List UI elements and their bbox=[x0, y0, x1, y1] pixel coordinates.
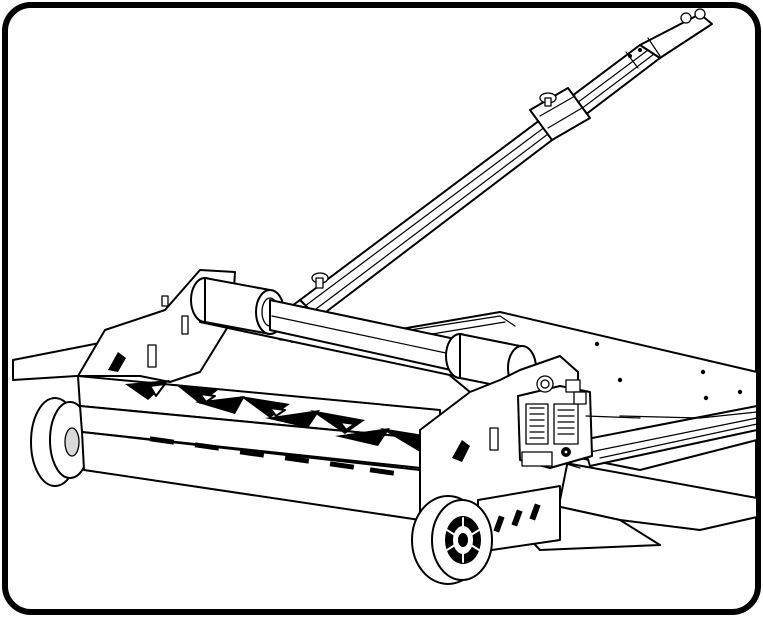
roller-tubes bbox=[190, 277, 537, 393]
wheel-front bbox=[411, 495, 493, 585]
cutting-head bbox=[517, 375, 641, 469]
tray-slots bbox=[149, 436, 395, 476]
